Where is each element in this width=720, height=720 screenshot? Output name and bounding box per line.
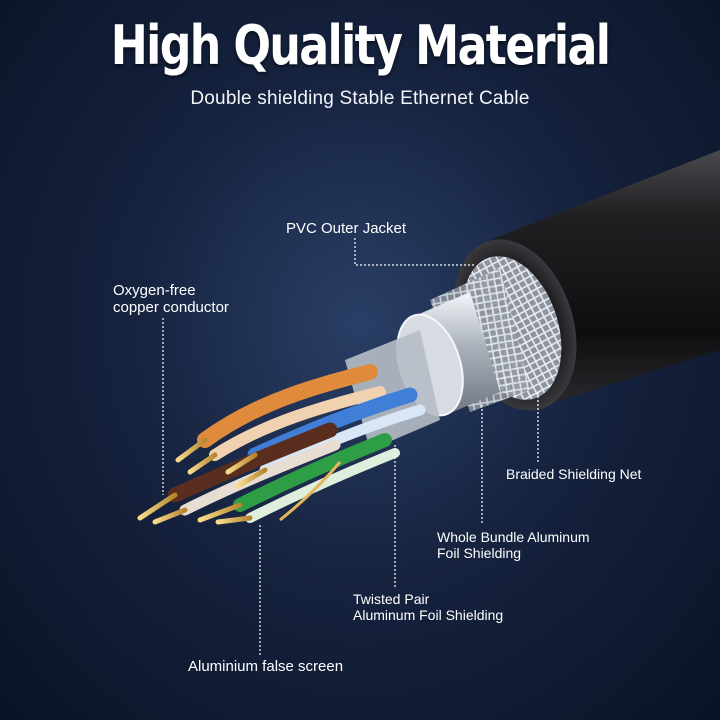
label-oxygen-free-conductor: Oxygen-free copper conductor [113, 282, 229, 316]
label-whole-bundle-foil: Whole Bundle Aluminum Foil Shielding [437, 529, 590, 561]
label-aluminium-false-screen: Aluminium false screen [188, 658, 344, 675]
twisted-pair-green [233, 433, 400, 523]
false-screen [345, 330, 440, 450]
label-twisted-pair-foil: Twisted Pair Aluminum Foil Shielding [353, 591, 504, 623]
label-pvc-outer-jacket: PVC Outer Jacket [286, 220, 407, 237]
main-title: High Quality Material [110, 14, 611, 77]
leader-lines [162, 238, 539, 655]
label-braided-shielding-net: Braided Shielding Net [506, 466, 642, 482]
twisted-pair-orange [197, 364, 386, 461]
copper-conductors [137, 437, 268, 525]
leader-pvc [354, 238, 475, 266]
subtitle: Double shielding Stable Ethernet Cable [190, 88, 530, 109]
